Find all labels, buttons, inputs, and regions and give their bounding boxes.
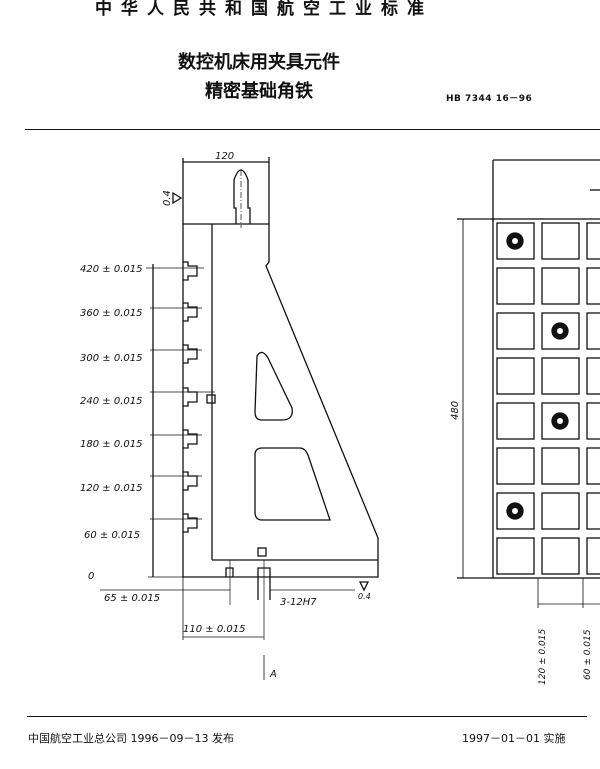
grid-cell (586, 222, 600, 260)
effective-date: 1997－01－01 实施 (462, 732, 566, 745)
angle-plate-body (182, 223, 379, 578)
issue-info: 中国航空工业总公司 1996－09－13 发布 (28, 732, 234, 745)
height-dim-120: 120 ± 0.015 (80, 483, 142, 494)
height-dim-420: 420 ± 0.015 (80, 264, 142, 275)
grid-cell (541, 222, 580, 260)
width-dim-label: 120 (215, 151, 234, 162)
document-title-line2: 精密基础角铁 (205, 81, 313, 102)
dim-110: 110 ± 0.015 (183, 624, 245, 635)
height-dim-180: 180 ± 0.015 (80, 439, 142, 450)
hole-note: 3-12H7 (280, 597, 317, 608)
grid-cell (496, 312, 535, 350)
grid-cell (541, 357, 580, 395)
locating-pin (233, 169, 251, 224)
grid-cell (586, 492, 600, 530)
grid-cell (586, 357, 600, 395)
grid-cell (541, 492, 580, 530)
height-dim-300: 300 ± 0.015 (80, 353, 142, 364)
dim-65: 65 ± 0.015 (104, 593, 160, 604)
grid-cell (541, 312, 580, 350)
lightening-hole-upper (254, 351, 293, 421)
grid-cell (586, 402, 600, 440)
side-view-dims: 420 ± 0.015 360 ± 0.015 300 ± 0.015 240 … (80, 264, 371, 680)
grid-cell (541, 447, 580, 485)
grid-cell (496, 267, 535, 305)
col-dim-60: 60 ± 0.015 (583, 629, 593, 680)
zero-label: 0 (88, 571, 94, 582)
grid-cell (496, 537, 535, 575)
grid-cell (586, 537, 600, 575)
height-480-label: 480 (450, 401, 461, 420)
grid-cell (586, 267, 600, 305)
view-label-a: A (269, 669, 277, 680)
height-dim-360: 360 ± 0.015 (80, 308, 142, 319)
grid-cell (586, 447, 600, 485)
grid-cell (496, 402, 535, 440)
header-divider (25, 129, 600, 130)
grid-cell (496, 492, 535, 530)
grid-cell (541, 537, 580, 575)
document-title-line1: 数控机床用夹具元件 (178, 52, 340, 73)
roughness-top-label: 0.4 (162, 190, 173, 206)
col-dim-120: 120 ± 0.015 (538, 629, 548, 685)
front-view (457, 159, 600, 608)
grid-cell (496, 447, 535, 485)
lightening-hole-lower (254, 447, 331, 521)
standard-code: HB 7344 16－96 (446, 94, 533, 104)
height-dim-60: 60 ± 0.015 (84, 530, 140, 541)
standard-name: 中华人民共和国航空工业标准 (95, 0, 433, 19)
grid-cell (496, 222, 535, 260)
grid-cell (541, 402, 580, 440)
t-slots (183, 261, 198, 533)
side-view: 120 0.4 (100, 151, 379, 680)
roughness-symbol (172, 191, 183, 205)
footer-divider (27, 716, 587, 717)
roughness-symbol-bottom (358, 581, 370, 592)
grid-cell (541, 267, 580, 305)
grid-cell (496, 357, 535, 395)
roughness-bottom-label: 0.4 (358, 592, 371, 601)
height-dim-240: 240 ± 0.015 (80, 396, 142, 407)
grid-cell (586, 312, 600, 350)
